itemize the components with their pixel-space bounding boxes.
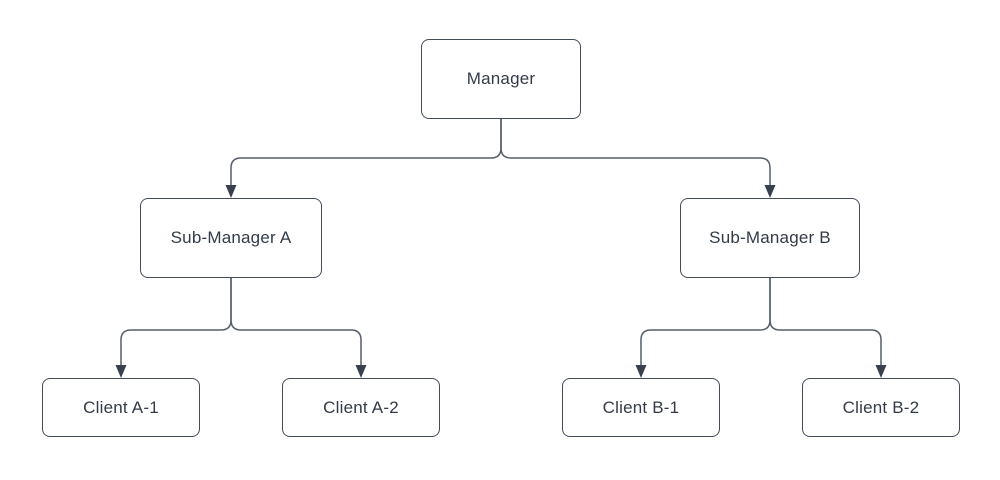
node-label: Client B-1 — [602, 397, 680, 417]
node-sub-manager-a: Sub-Manager A — [140, 198, 322, 278]
node-client-a-2: Client A-2 — [282, 378, 440, 437]
connector-manager-to-sub-manager-a — [230, 119, 502, 187]
connector-sub-manager-a-to-client-a-2 — [230, 278, 362, 367]
node-label: Client A-1 — [83, 397, 159, 417]
node-client-b-1: Client B-1 — [562, 378, 720, 437]
arrowhead-icon — [115, 365, 127, 378]
node-label: Sub-Manager A — [170, 228, 292, 247]
arrowhead-icon — [764, 185, 776, 198]
node-label: Sub-Manager B — [709, 228, 831, 247]
arrowhead-icon — [635, 365, 647, 378]
connector-sub-manager-a-to-client-a-1 — [120, 278, 232, 367]
node-manager: Manager — [421, 39, 581, 119]
connector-sub-manager-b-to-client-b-1 — [640, 278, 771, 367]
arrowhead-icon — [225, 185, 237, 198]
node-client-b-2: Client B-2 — [802, 378, 960, 437]
arrowhead-icon — [875, 365, 887, 378]
node-label: Manager — [466, 69, 536, 88]
connector-manager-to-sub-manager-b — [500, 119, 771, 187]
node-label: Client B-2 — [842, 397, 920, 417]
node-sub-manager-b: Sub-Manager B — [680, 198, 860, 278]
node-client-a-1: Client A-1 — [42, 378, 200, 437]
node-label: Client A-2 — [323, 397, 399, 417]
connector-sub-manager-b-to-client-b-2 — [769, 278, 882, 367]
arrowhead-icon — [355, 365, 367, 378]
